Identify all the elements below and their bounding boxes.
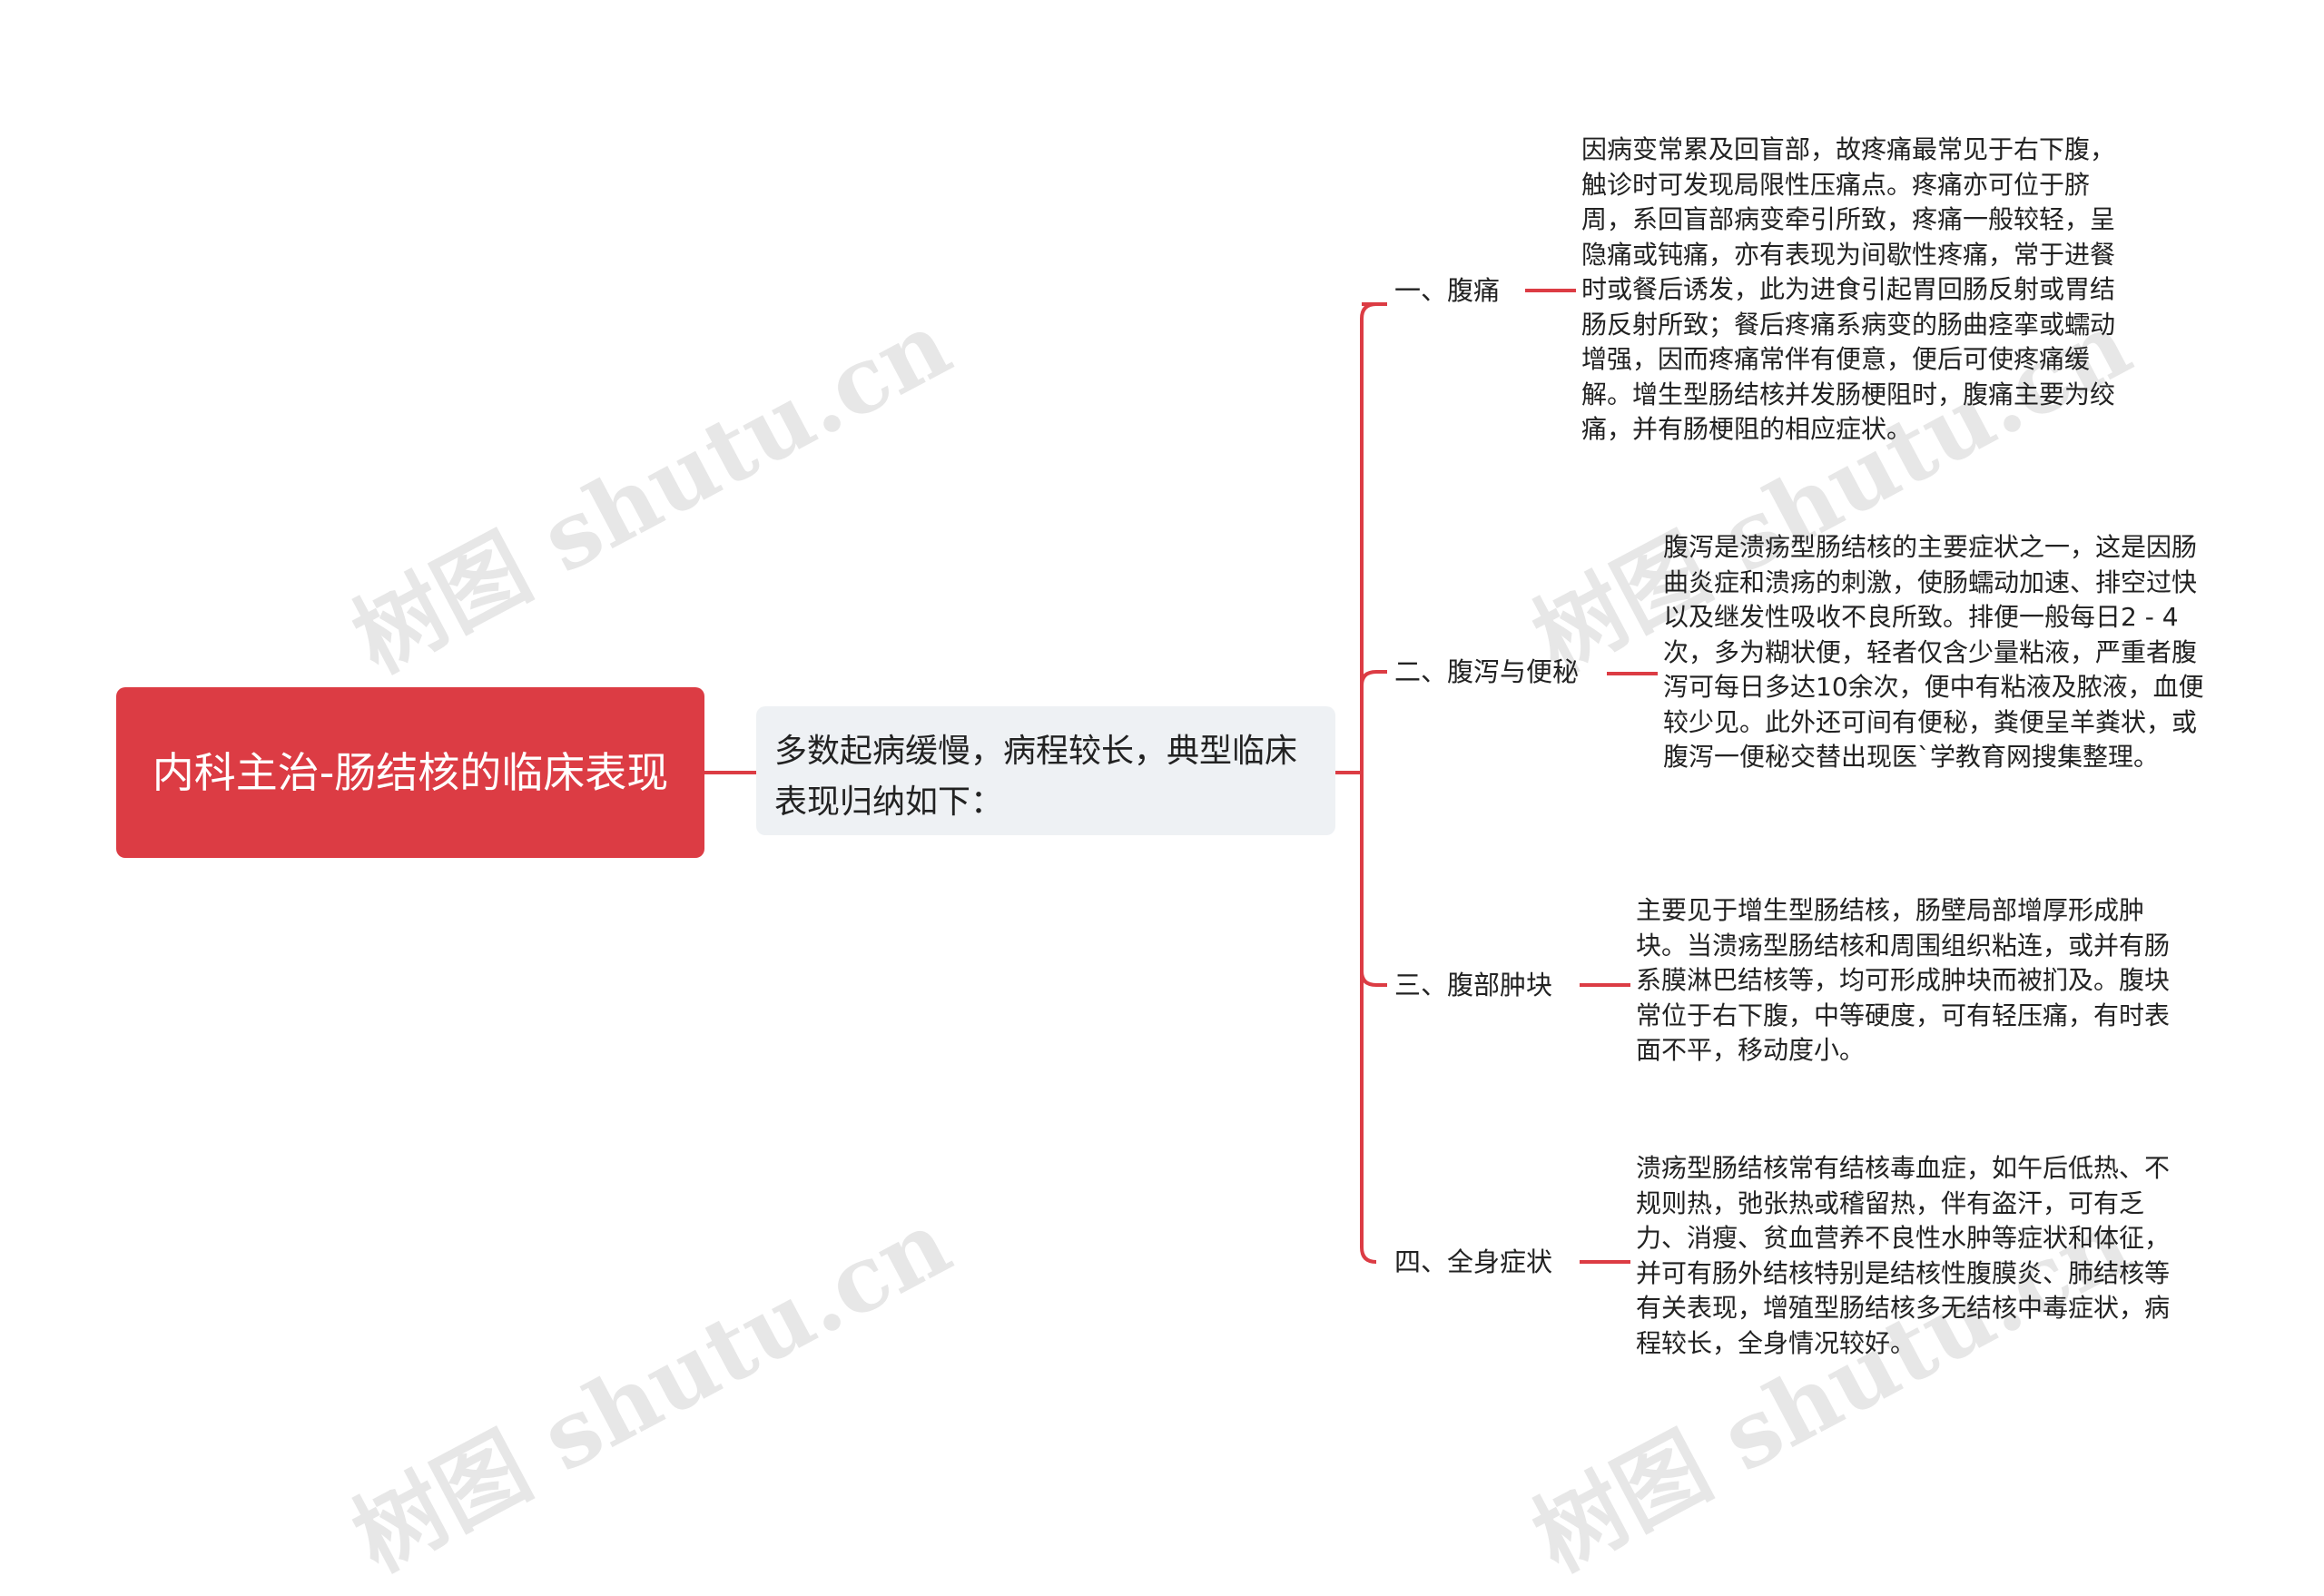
branch-label-1[interactable]: 一、腹痛: [1394, 275, 1501, 306]
root-topic[interactable]: 内科主治-肠结核的临床表现: [116, 687, 704, 858]
branch-line-2: [1360, 670, 1387, 686]
summary-topic[interactable]: 多数起病缓慢，病程较长，典型临床表现归纳如下：: [756, 706, 1335, 835]
branch-detail-3[interactable]: 主要见于增生型肠结核，肠壁局部增厚形成肿块。当溃疡型肠结核和周围组织粘连，或并有…: [1636, 895, 2171, 1065]
branch-detail-2[interactable]: 腹泻是溃疡型肠结核的主要症状之一，这是因肠曲炎症和溃疡的刺激，使肠蠕动加速、排空…: [1663, 532, 2204, 772]
summary-topic-text: 多数起病缓慢，病程较长，典型临床表现归纳如下：: [774, 733, 1298, 821]
branch-detail-1[interactable]: 因病变常累及回盲部，故疼痛最常见于右下腹，触诊时可发现局限性压痛点。疼痛亦可位于…: [1581, 134, 2116, 444]
trunk-line: [1360, 302, 1377, 1264]
mind-map-canvas: 树图 shutu.cn 树图 shutu.cn 树图 shutu.cn 树图 s…: [116, 134, 2204, 1592]
branch-line-3: [1360, 970, 1387, 987]
branch-label-2[interactable]: 二、腹泻与便秘: [1394, 656, 1580, 687]
root-topic-text: 内科主治-肠结核的临床表现: [152, 748, 669, 797]
branch-label-4[interactable]: 四、全身症状: [1394, 1246, 1553, 1277]
branch-label-3[interactable]: 三、腹部肿块: [1394, 970, 1553, 1000]
branch-detail-4[interactable]: 溃疡型肠结核常有结核毒血症，如午后低热、不规则热，弛张热或稽留热，伴有盗汗，可有…: [1636, 1153, 2171, 1358]
connector-lines: [704, 289, 1658, 1264]
